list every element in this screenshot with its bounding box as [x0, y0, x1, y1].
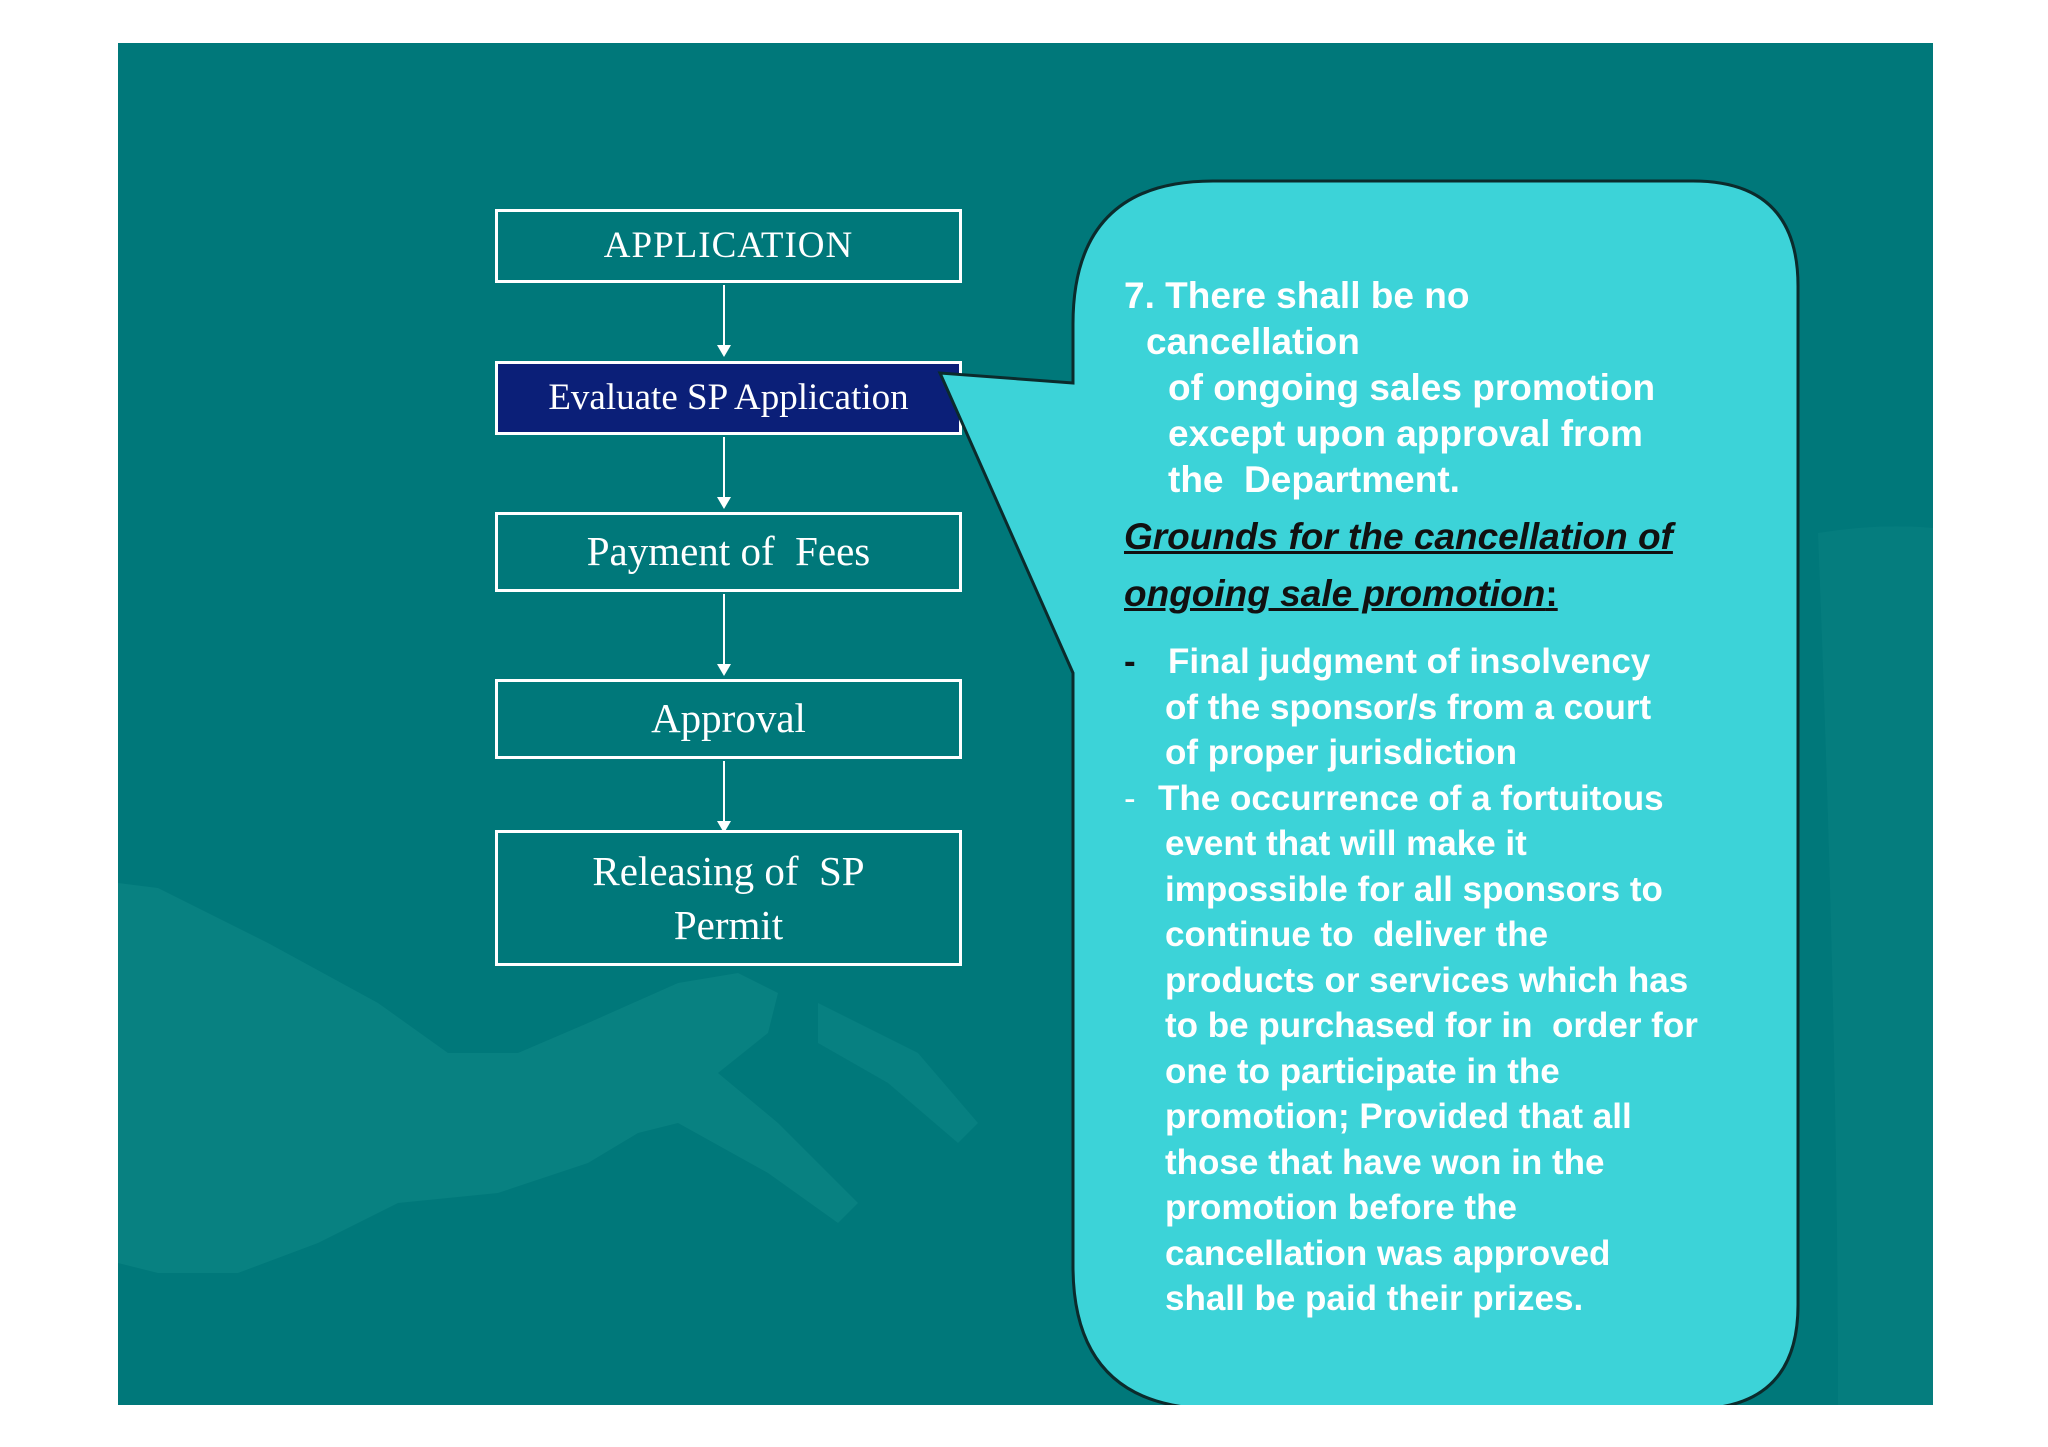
flow-arrow	[717, 594, 731, 676]
flow-step-payment: Payment of Fees	[495, 512, 962, 592]
rule-line: except upon approval from	[1168, 413, 1643, 454]
flow-step-releasing: Releasing of SP Permit	[495, 830, 962, 966]
rule-text: There shall be no	[1165, 275, 1470, 316]
list-item: - The occurrence of a fortuitous event t…	[1124, 776, 1764, 1322]
bullet-line: continue to deliver the	[1165, 915, 1549, 954]
bullet-line: those that have won in the	[1165, 1142, 1605, 1182]
bullet-line: shall be paid their prizes.	[1165, 1279, 1584, 1318]
bullet-line: products or services which has	[1165, 960, 1689, 1000]
bullet-line: event that will make it	[1165, 824, 1527, 863]
flow-step-approval: Approval	[495, 679, 962, 759]
flow-step-label: Payment of Fees	[586, 528, 871, 575]
flow-step-application: APPLICATION	[495, 209, 962, 283]
grounds-heading-line: ongoing sale promotion	[1124, 573, 1546, 614]
bullet-line: one to participate in the	[1165, 1051, 1560, 1091]
bullet-line: to be purchased for in order for	[1165, 1006, 1698, 1045]
slide: APPLICATION Evaluate SP Application Paym…	[118, 43, 1933, 1405]
bullet-line: promotion before the	[1165, 1188, 1517, 1227]
flow-arrow	[717, 285, 731, 357]
callout-bubble	[937, 179, 1800, 1405]
rule-line: 7. There shall be no	[1124, 273, 1764, 319]
rule-number: 7.	[1124, 275, 1155, 316]
rule-line: cancellation	[1146, 321, 1360, 362]
list-item: - Final judgment of insolvency of the sp…	[1124, 639, 1764, 776]
grounds-heading: Grounds for the cancellation of	[1124, 513, 1764, 560]
bullet-line: promotion; Provided that all	[1165, 1097, 1632, 1136]
grounds-heading-line: Grounds for the cancellation of	[1124, 516, 1673, 557]
grounds-heading: ongoing sale promotion:	[1124, 570, 1764, 617]
rule-line: of ongoing sales promotion	[1168, 367, 1656, 408]
bullet-line: Final judgment of insolvency	[1168, 642, 1651, 681]
grounds-list: - Final judgment of insolvency of the sp…	[1124, 639, 1764, 1322]
flow-step-label: Approval	[651, 695, 806, 742]
flow-step-label: Releasing of SP Permit	[592, 848, 875, 948]
bullet-line: cancellation was approved	[1165, 1233, 1611, 1273]
grounds-colon: :	[1545, 573, 1558, 614]
bullet-dash: -	[1124, 778, 1136, 818]
bullet-line: of the sponsor/s from a court	[1165, 687, 1652, 727]
bullet-line: impossible for all sponsors to	[1165, 869, 1663, 909]
bullet-line: of proper jurisdiction	[1165, 733, 1517, 772]
flow-step-label: Evaluate SP Application	[548, 376, 909, 418]
bullet-dash: -	[1124, 642, 1136, 681]
flow-arrow	[717, 437, 731, 509]
callout-text: 7. There shall be no cancellation of ong…	[1124, 273, 1764, 1322]
rule-line: the Department.	[1168, 459, 1460, 500]
hand-watermark-icon	[118, 526, 1933, 1405]
flow-step-label: APPLICATION	[603, 224, 854, 266]
bullet-line: The occurrence of a fortuitous	[1158, 778, 1664, 818]
